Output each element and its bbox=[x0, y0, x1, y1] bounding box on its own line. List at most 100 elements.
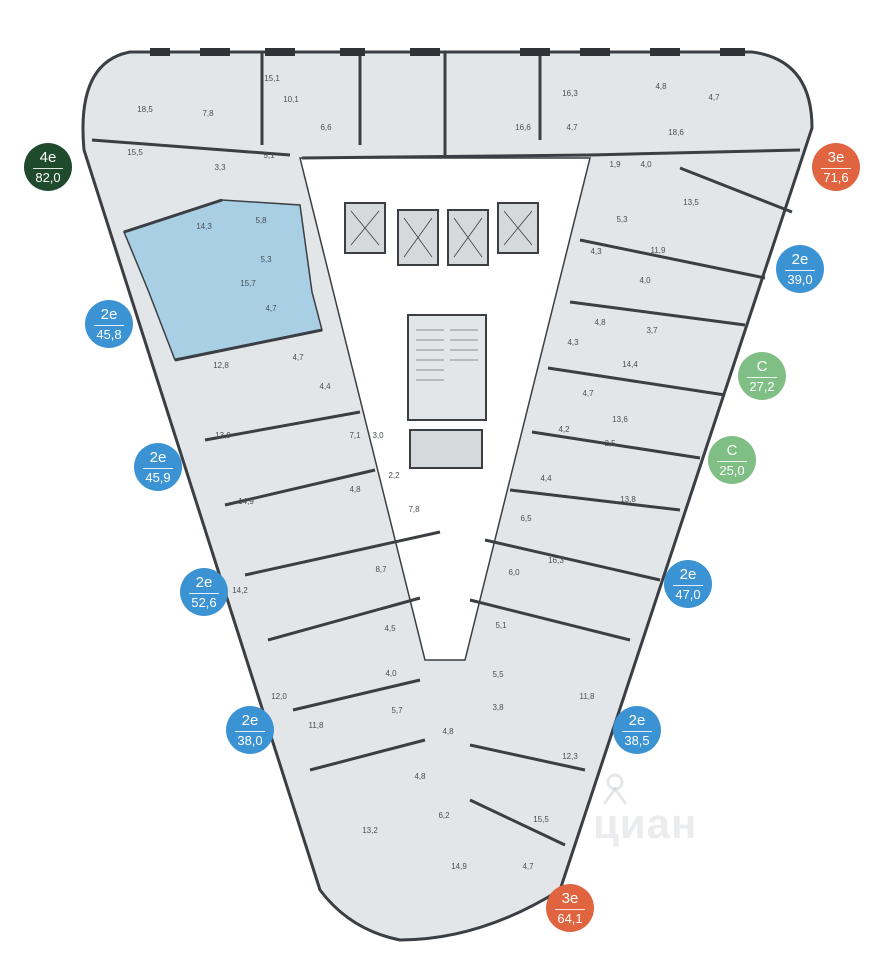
room-area-label: 14,2 bbox=[232, 586, 248, 595]
room-area-label: 4,5 bbox=[384, 624, 396, 633]
room-area-label: 13,5 bbox=[683, 198, 699, 207]
badge-type: 2е bbox=[241, 711, 259, 729]
room-area-label: 1,9 bbox=[609, 160, 621, 169]
room-area-label: 4,3 bbox=[567, 338, 579, 347]
badge-divider bbox=[235, 730, 265, 732]
room-area-label: 14,4 bbox=[622, 360, 638, 369]
room-area-label: 10,1 bbox=[283, 95, 299, 104]
room-area-label: 11,8 bbox=[309, 721, 325, 730]
room-area-label: 14,9 bbox=[238, 497, 254, 506]
room-area-label: 7,8 bbox=[202, 109, 214, 118]
room-area-label: 5,8 bbox=[255, 216, 267, 225]
badge-area: 27,2 bbox=[749, 378, 775, 394]
room-area-label: 4,7 bbox=[265, 304, 277, 313]
windows bbox=[150, 48, 745, 56]
badge-divider bbox=[94, 324, 124, 326]
badge-area: 47,0 bbox=[675, 586, 701, 602]
room-area-label: 6,6 bbox=[320, 123, 332, 132]
room-area-label: 4,3 bbox=[590, 247, 602, 256]
room-area-label: 3,8 bbox=[492, 703, 504, 712]
apartment-badge-2e-38-5[interactable]: 2е 38,5 bbox=[613, 706, 661, 754]
room-area-label: 4,8 bbox=[349, 485, 361, 494]
room-area-label: 4,0 bbox=[640, 160, 652, 169]
interior-walls bbox=[91, 52, 801, 847]
apartment-badge-c-25[interactable]: С 25,0 bbox=[708, 436, 756, 484]
badge-type: 2е bbox=[149, 448, 167, 466]
room-area-label: 5,3 bbox=[260, 255, 272, 264]
room-area-label: 4,4 bbox=[540, 474, 552, 483]
room-area-label: 18,5 bbox=[137, 105, 153, 114]
apartment-badge-3e-64[interactable]: 3е 64,1 bbox=[546, 884, 594, 932]
badge-type: 2е bbox=[791, 250, 809, 268]
badge-type: 3е bbox=[561, 889, 579, 907]
badge-divider bbox=[33, 167, 63, 169]
apartment-badge-4e-82[interactable]: 4е 82,0 bbox=[24, 143, 72, 191]
room-area-label: 14,3 bbox=[196, 222, 212, 231]
room-area-label: 14,9 bbox=[451, 862, 467, 871]
apartment-badge-2e-45-9[interactable]: 2е 45,9 bbox=[134, 443, 182, 491]
badge-area: 38,5 bbox=[624, 732, 650, 748]
room-area-label: 13,2 bbox=[362, 826, 378, 835]
room-area-label: 13,8 bbox=[620, 495, 636, 504]
apartment-badge-2e-52-6[interactable]: 2е 52,6 bbox=[180, 568, 228, 616]
badge-area: 52,6 bbox=[191, 594, 217, 610]
room-area-label: 12,8 bbox=[213, 361, 229, 370]
apartment-badge-2e-38-0[interactable]: 2е 38,0 bbox=[226, 706, 274, 754]
room-area-label: 6,5 bbox=[520, 514, 532, 523]
room-area-label: 15,5 bbox=[127, 148, 143, 157]
room-area-label: 3,3 bbox=[214, 163, 226, 172]
room-area-label: 4,8 bbox=[442, 727, 454, 736]
room-area-label: 5,3 bbox=[616, 215, 628, 224]
room-area-label: 11,8 bbox=[580, 692, 596, 701]
room-area-label: 6,2 bbox=[438, 811, 450, 820]
room-area-label: 15,7 bbox=[240, 279, 256, 288]
badge-divider bbox=[821, 167, 851, 169]
room-area-label: 12,3 bbox=[562, 752, 578, 761]
badge-divider bbox=[555, 908, 585, 910]
room-area-label: 16,6 bbox=[515, 123, 531, 132]
room-area-label: 4,2 bbox=[558, 425, 570, 434]
cian-logo-icon bbox=[602, 773, 628, 805]
room-area-label: 11,9 bbox=[651, 246, 667, 255]
room-area-label: 4,7 bbox=[708, 93, 720, 102]
room-area-label: 16,3 bbox=[562, 89, 578, 98]
apartment-badge-2e-47[interactable]: 2е 47,0 bbox=[664, 560, 712, 608]
room-area-label: 4,0 bbox=[385, 669, 397, 678]
room-area-label: 4,7 bbox=[582, 389, 594, 398]
room-area-label: 5,5 bbox=[492, 670, 504, 679]
badge-divider bbox=[673, 584, 703, 586]
room-area-label: 16,3 bbox=[548, 556, 564, 565]
apartment-badge-c-27[interactable]: С 27,2 bbox=[738, 352, 786, 400]
badge-area: 82,0 bbox=[35, 169, 61, 185]
badge-area: 39,0 bbox=[787, 271, 813, 287]
badge-divider bbox=[747, 376, 777, 378]
badge-divider bbox=[189, 592, 219, 594]
badge-area: 45,9 bbox=[145, 469, 171, 485]
apartment-badge-3e-71[interactable]: 3е 71,6 bbox=[812, 143, 860, 191]
badge-area: 71,6 bbox=[823, 169, 849, 185]
room-area-label: 5,1 bbox=[495, 621, 507, 630]
apartment-badge-2e-39[interactable]: 2е 39,0 bbox=[776, 245, 824, 293]
apartment-badge-2e-45-8[interactable]: 2е 45,8 bbox=[85, 300, 133, 348]
badge-area: 25,0 bbox=[719, 462, 745, 478]
badge-type: 4е bbox=[39, 148, 57, 166]
room-area-label: 13,9 bbox=[215, 431, 231, 440]
room-area-label: 4,4 bbox=[319, 382, 331, 391]
room-area-label: 5,1 bbox=[263, 151, 275, 160]
room-area-label: 4,8 bbox=[414, 772, 426, 781]
room-area-label: 4,7 bbox=[292, 353, 304, 362]
stairwell bbox=[407, 314, 487, 421]
badge-divider bbox=[717, 460, 747, 462]
badge-type: С bbox=[726, 441, 738, 459]
highlighted-apartment[interactable] bbox=[122, 199, 323, 361]
room-area-label: 4,7 bbox=[522, 862, 534, 871]
badge-area: 38,0 bbox=[237, 732, 263, 748]
room-area-label: 7,1 bbox=[349, 431, 361, 440]
room-area-label: 4,0 bbox=[639, 276, 651, 285]
badge-divider bbox=[785, 269, 815, 271]
watermark: циан bbox=[593, 800, 698, 847]
badge-type: 2е bbox=[628, 711, 646, 729]
badge-type: 3е bbox=[827, 148, 845, 166]
